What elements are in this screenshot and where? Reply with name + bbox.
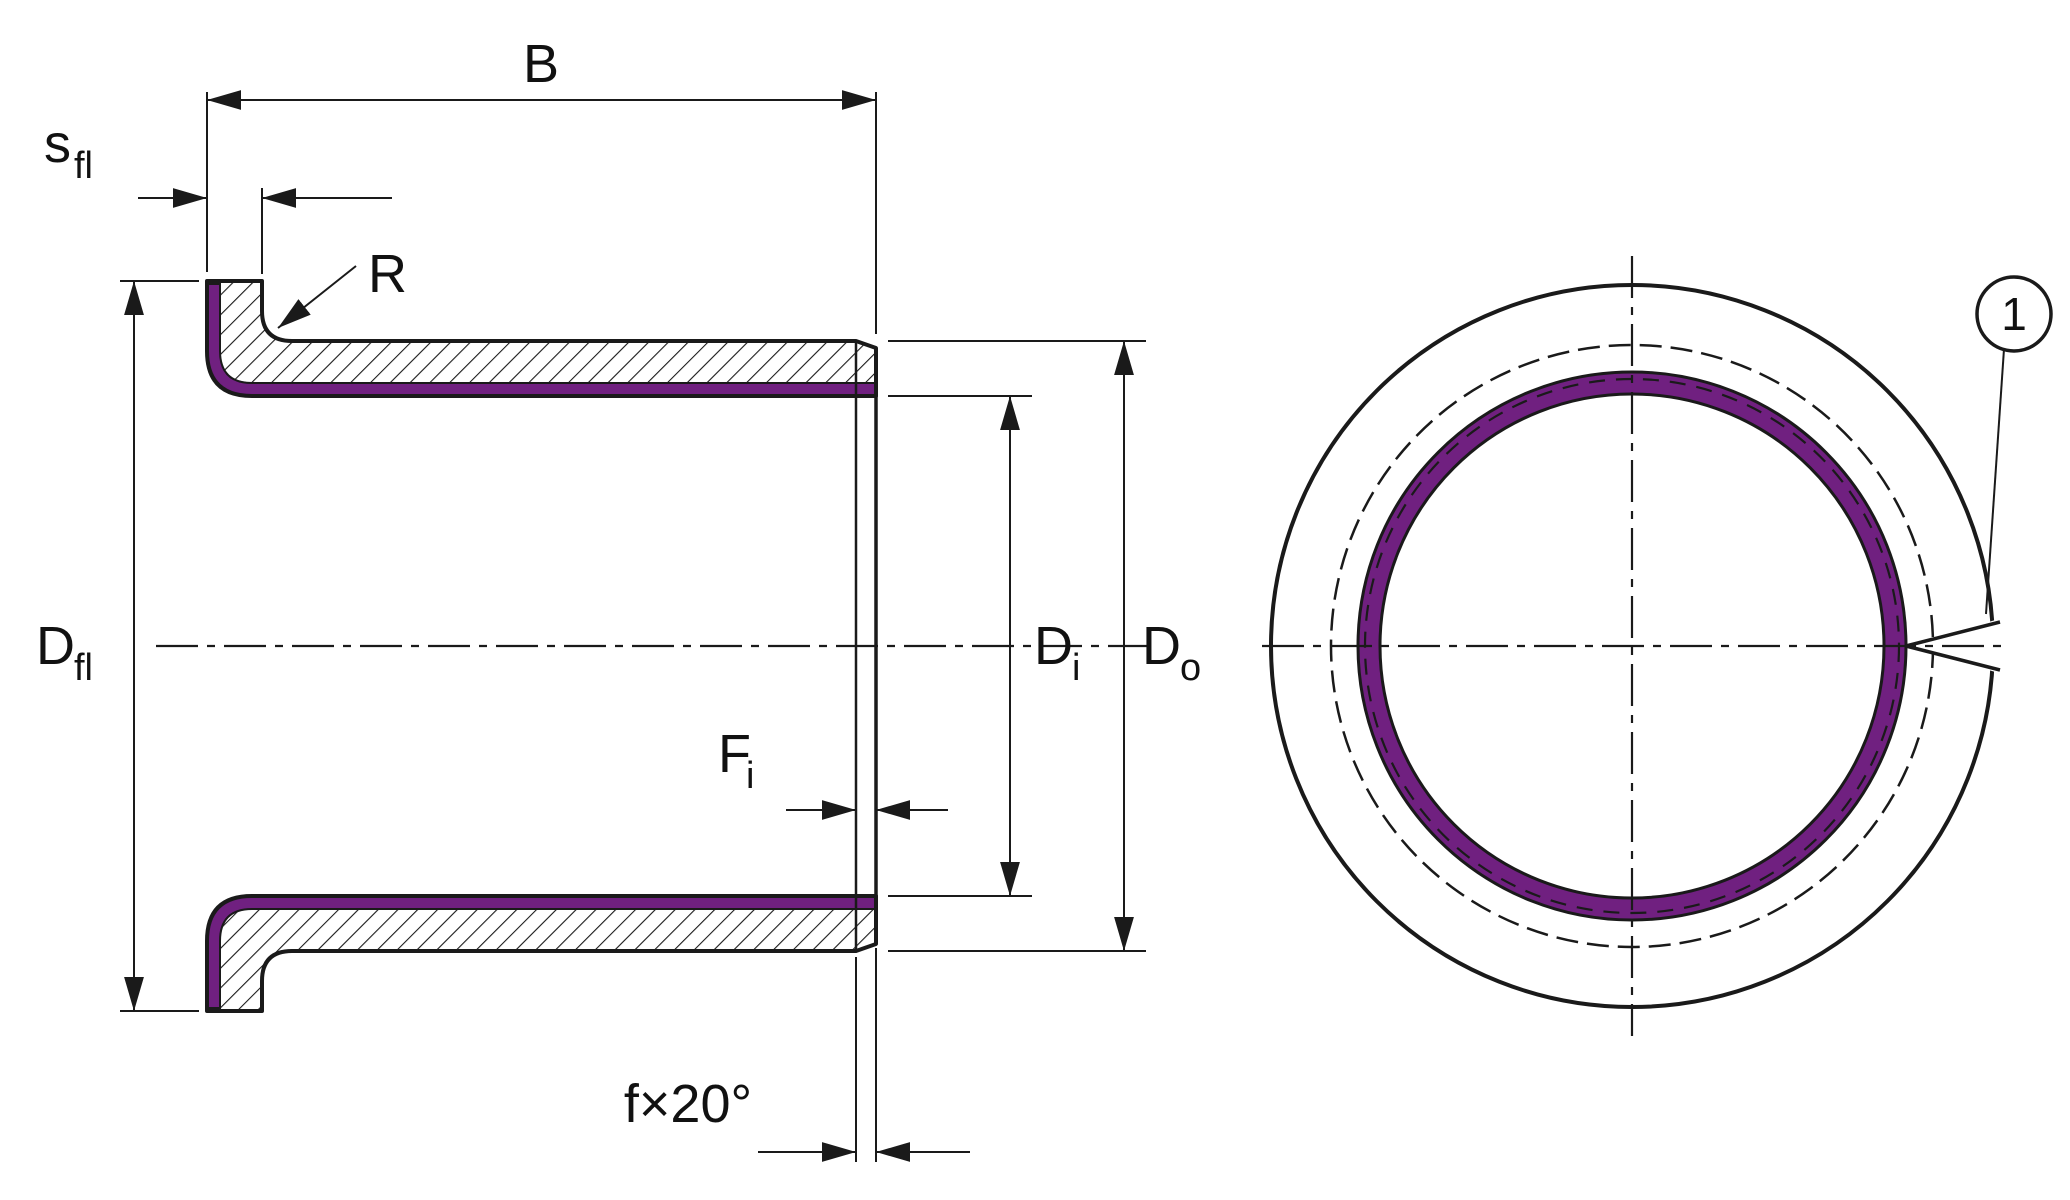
label-D-fl: D (36, 616, 75, 676)
outline-upper (205, 279, 878, 398)
dim-chamfer: f×20° (624, 948, 970, 1162)
label-F-i-sub: i (746, 755, 754, 797)
label-D-fl-sub: fl (74, 647, 93, 689)
label-s-fl-sub: fl (74, 145, 93, 187)
dim-F-i: F i (718, 724, 948, 820)
front-view: 1 (1262, 256, 2053, 1036)
outline-lower (205, 894, 878, 1013)
dim-B: B (206, 34, 877, 334)
dim-D-fl: D fl (36, 280, 199, 1012)
label-chamfer: f×20° (624, 1074, 752, 1134)
dim-s-fl: s fl (44, 114, 392, 274)
label-s-fl: s (44, 114, 71, 174)
label-F-i: F (718, 724, 751, 784)
dim-R: R (277, 244, 407, 329)
label-D-o: D (1142, 616, 1181, 676)
dim-D-i: D i (888, 395, 1080, 897)
label-D-i: D (1034, 616, 1073, 676)
dim-D-o: D o (888, 340, 1201, 952)
section-view: B s fl R D fl D i (36, 34, 1201, 1162)
callout-1: 1 (1975, 275, 2053, 615)
label-D-i-sub: i (1072, 647, 1080, 689)
callout-number: 1 (2001, 288, 2027, 340)
label-D-o-sub: o (1180, 647, 1201, 689)
callout-circle (1975, 275, 2053, 353)
hatch-lower (220, 909, 876, 1011)
label-R: R (368, 244, 407, 304)
hatch-upper (220, 281, 876, 383)
label-B: B (523, 34, 559, 94)
